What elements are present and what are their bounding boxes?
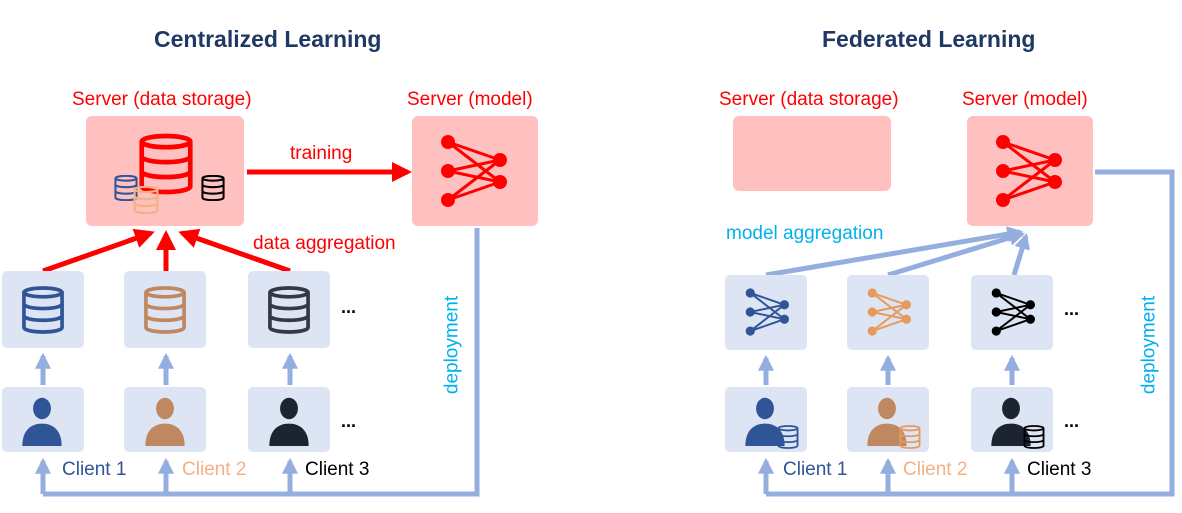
data-aggregation-label: data aggregation (253, 233, 396, 254)
central-model-server-box (412, 116, 538, 226)
central-user-ellipsis: ... (341, 411, 357, 431)
aggregation-arrow-1 (42, 228, 155, 274)
central-deployment-line (43, 228, 480, 497)
fed-aggregation-arrow-1 (765, 226, 1024, 278)
fed-deployment-line (766, 169, 1175, 497)
fed-aggregation-arrow-2 (887, 230, 1026, 278)
federated-title: Federated Learning (822, 26, 1036, 52)
fed-model-label: Server (model) (962, 89, 1088, 110)
central-storage-server-box (86, 116, 244, 226)
client2-user-box (124, 387, 206, 452)
central-client1-label: Client 1 (62, 459, 127, 480)
fed-user-ellipsis: ... (1064, 411, 1080, 431)
central-data-ellipsis: ... (341, 297, 357, 317)
fed-storage-label: Server (data storage) (719, 89, 899, 110)
fed-aggregation-arrow-3 (1011, 232, 1030, 276)
fed-client3-label: Client 3 (1027, 459, 1092, 480)
client3-user-box (248, 387, 330, 452)
model-aggregation-label: model aggregation (726, 223, 884, 244)
fed-client1-model-box (725, 275, 807, 350)
central-model-label: Server (model) (407, 89, 533, 110)
central-client3-label: Client 3 (305, 459, 370, 480)
fed-storage-server-box (733, 116, 891, 191)
fed-client2-label: Client 2 (903, 459, 968, 480)
centralized-title: Centralized Learning (154, 26, 382, 52)
central-deployment-label: deployment (441, 295, 463, 395)
fed-model-server-box (967, 116, 1093, 226)
aggregation-arrow-3 (178, 228, 291, 274)
fed-client1-label: Client 1 (783, 459, 848, 480)
central-client2-label: Client 2 (182, 459, 247, 480)
client1-user-box (2, 387, 84, 452)
central-storage-label: Server (data storage) (72, 89, 252, 110)
fed-client2-model-box (847, 275, 929, 350)
training-label: training (290, 143, 353, 164)
fed-deployment-label: deployment (1138, 295, 1160, 395)
fed-client3-model-box (971, 275, 1053, 350)
fed-model-ellipsis: ... (1064, 299, 1080, 319)
